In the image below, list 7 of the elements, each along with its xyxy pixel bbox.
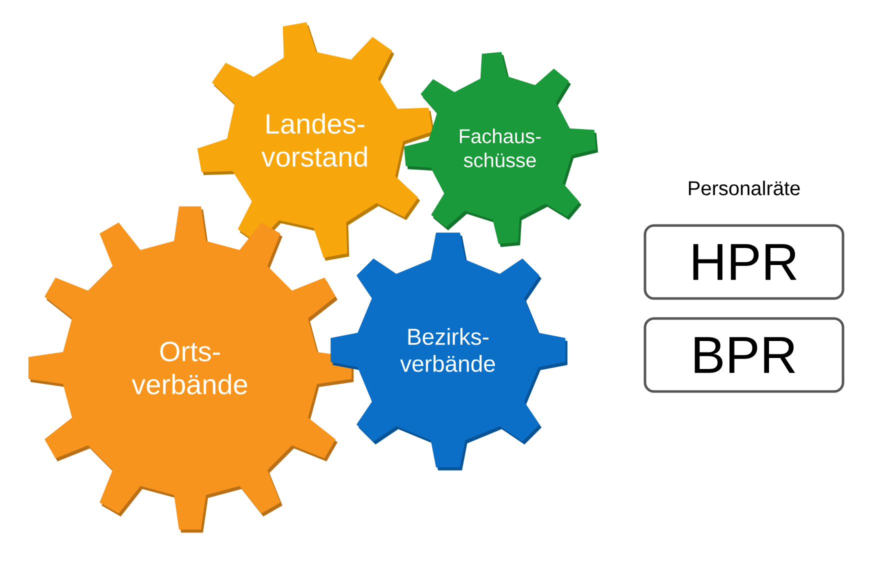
gear: Fachaus- schüsse [404, 52, 598, 247]
text-box: BPR [644, 317, 844, 393]
gear: Bezirks- verbände [330, 232, 568, 470]
gear: Landes- vorstand [197, 22, 435, 261]
text-box: HPR [644, 224, 844, 300]
gear: Orts- verbände [28, 206, 354, 533]
heading: Personalräte [688, 180, 800, 196]
